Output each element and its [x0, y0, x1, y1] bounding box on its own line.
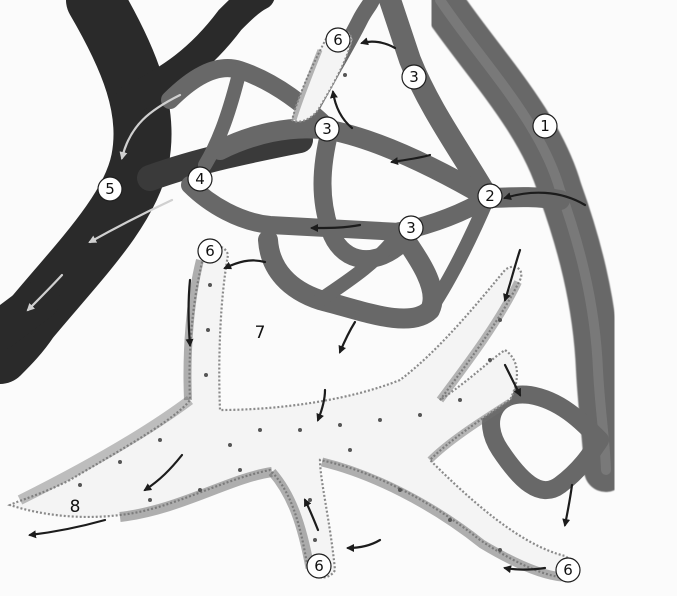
label-6-left: 6 — [198, 239, 222, 263]
svg-text:3: 3 — [406, 219, 416, 237]
svg-text:4: 4 — [195, 170, 205, 188]
svg-text:6: 6 — [205, 242, 215, 260]
label-3-top: 3 — [402, 65, 426, 89]
svg-text:6: 6 — [333, 31, 343, 49]
svg-text:3: 3 — [322, 120, 332, 138]
label-2: 2 — [478, 184, 502, 208]
label-6-right: 6 — [556, 558, 580, 582]
label-3-middle: 3 — [315, 117, 339, 141]
svg-text:5: 5 — [105, 180, 115, 198]
label-6-bottom: 6 — [307, 554, 331, 578]
svg-text:6: 6 — [314, 557, 324, 575]
label-3-lower: 3 — [399, 216, 423, 240]
svg-text:3: 3 — [409, 68, 419, 86]
label-1: 1 — [533, 114, 557, 138]
label-6-top: 6 — [326, 28, 350, 52]
label-8: 8 — [70, 497, 81, 517]
svg-text:2: 2 — [485, 187, 495, 205]
label-5: 5 — [98, 177, 122, 201]
label-7: 7 — [255, 323, 266, 343]
label-4: 4 — [188, 167, 212, 191]
svg-text:1: 1 — [540, 117, 550, 135]
svg-text:6: 6 — [563, 561, 573, 579]
